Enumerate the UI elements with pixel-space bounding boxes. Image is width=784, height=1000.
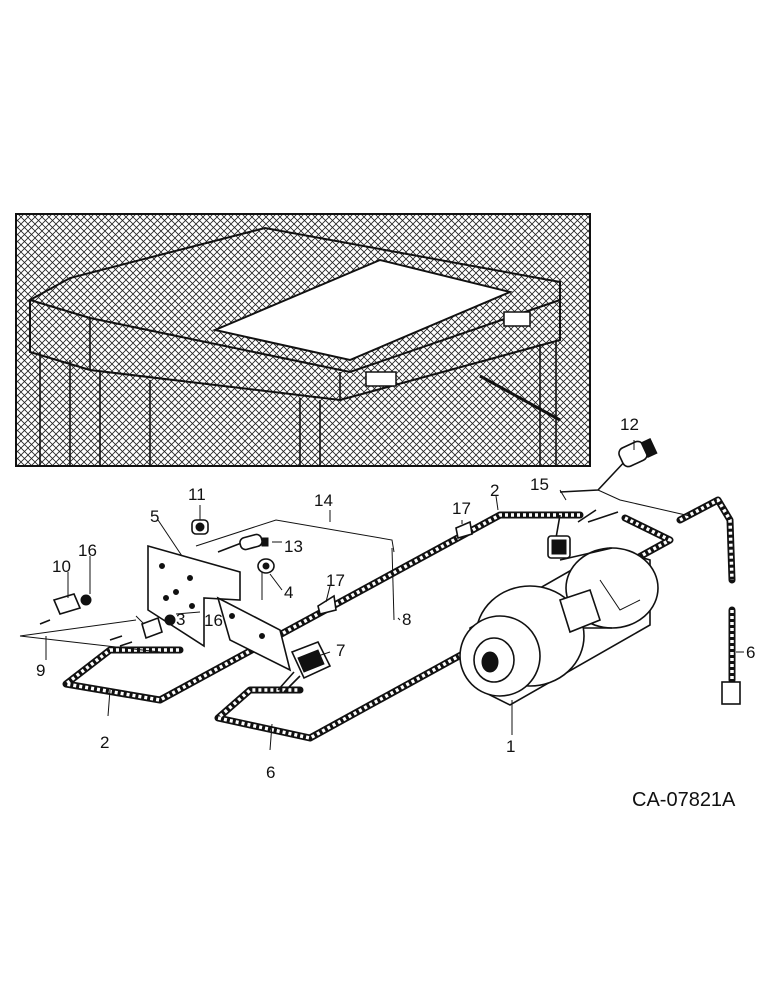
callout-17: 17 [326,571,345,590]
callout-12: 12 [620,415,639,434]
callout-15: 15 [530,475,549,494]
callout-2: 2 [100,733,109,752]
part-11-switch [191,519,209,535]
skylight-window [211,258,514,362]
callout-16: 16 [204,611,223,630]
callout-11: 11 [188,485,206,504]
callout-13: 13 [284,537,303,556]
callout-8: 8 [402,610,411,629]
callout-16: 16 [78,541,97,560]
harness-6-connector [721,681,741,705]
callout-7: 7 [336,641,345,660]
part-10-relay [52,593,92,615]
callouts: 1 2 2 3 4 5 6 6 7 8 9 10 11 12 13 14 15 … [36,415,755,811]
leader-lines [45,440,744,751]
callout-6: 6 [746,643,755,662]
cab-roof-inset [15,213,591,467]
part-14-bracket [195,519,395,621]
callout-9: 9 [36,661,45,680]
part-4-knob [257,558,275,600]
drawing-code: CA-07821A [632,789,736,811]
part-17-clip-lower [317,594,337,615]
part-13-connector [217,533,269,553]
part-17-clip-upper [455,520,473,540]
wiring-harness-2 [62,511,584,704]
cab-light-right [503,311,531,327]
callout-1: 1 [506,737,515,756]
callout-17: 17 [452,499,471,518]
wiper [479,374,561,422]
part-9-wire-lead [19,619,161,653]
part-12-sensor [559,437,691,517]
harness-connector-top [547,509,619,559]
callout-10: 10 [52,557,71,576]
cab-light-left [365,371,397,387]
callout-2: 2 [490,481,499,500]
wiring-harness-6 [214,496,741,742]
callout-3: 3 [176,610,185,629]
callout-4: 4 [284,583,293,602]
callout-6: 6 [266,763,275,782]
part-3-switch [141,614,176,640]
part-1-blower-assembly [459,547,659,706]
callout-5: 5 [150,507,159,526]
part-7-rocker-switch [277,640,332,693]
callout-14: 14 [314,491,333,510]
